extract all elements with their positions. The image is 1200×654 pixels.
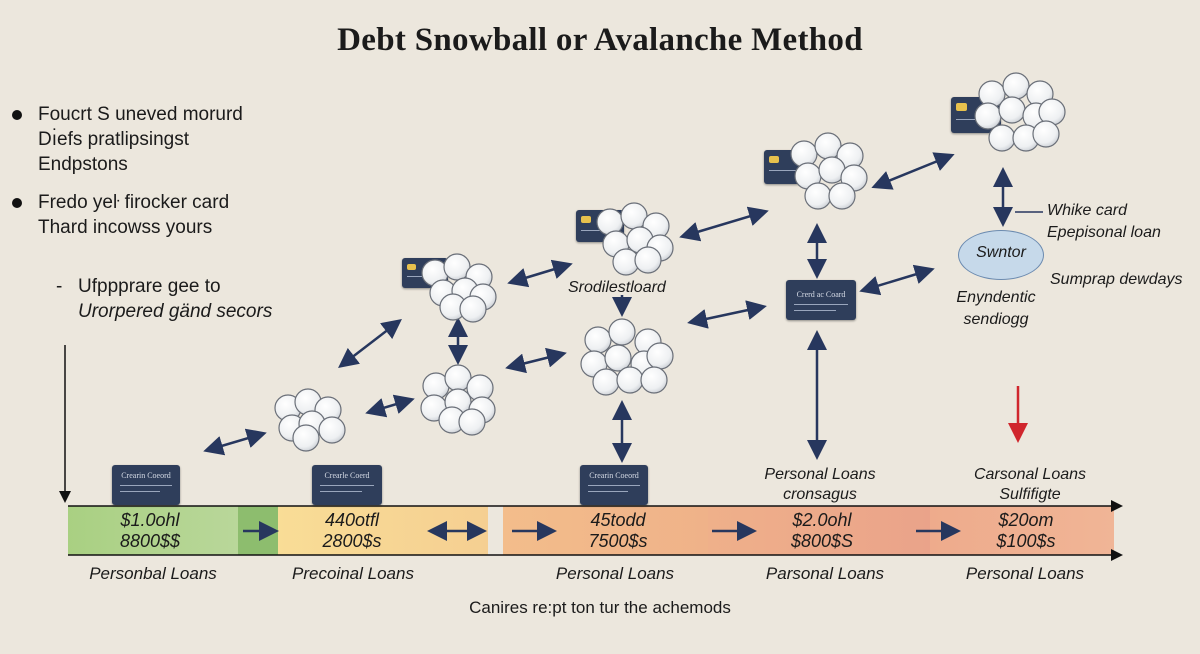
- label-line: Enyndentic: [956, 289, 1036, 306]
- dash-note-line: Ufppprare gee to: [78, 276, 221, 297]
- card-stripe: [794, 310, 836, 311]
- segment-1-label: Personbal Loans: [89, 564, 217, 583]
- mid-label-eny: Enyndentic sendiogg: [950, 287, 1042, 331]
- segment-2-values: 440otfl 2800$s: [292, 510, 412, 552]
- bullet-line: Dı̇efs pratlipsingst: [38, 129, 190, 150]
- snowball-icon: [580, 318, 674, 396]
- label-line: Personal Loans: [764, 466, 876, 483]
- arrow: [203, 428, 267, 456]
- card-stripe: [120, 485, 172, 486]
- segment-1-values: $1.0ohl 8800$$: [90, 510, 210, 552]
- card-chip: [581, 216, 591, 223]
- snowball-icon: [420, 364, 496, 436]
- segment-1: [68, 506, 238, 555]
- segment-amount: $20om: [998, 510, 1054, 530]
- label-line: Whike card: [1047, 202, 1128, 219]
- card-stripe: [588, 491, 628, 492]
- arrow: [687, 300, 767, 329]
- card-chip: [956, 103, 967, 111]
- card-stripe: [320, 491, 362, 492]
- segment-3-label: Personal Loans: [555, 564, 675, 583]
- bullet-item-1: Foucrt S uneved morurd Dı̇efs pratlipsin…: [12, 102, 243, 177]
- bullet-item-2: Fredo yeŀ firocker card Thard incowss yo…: [12, 190, 230, 240]
- segment-5-values: $20om $100$s: [966, 510, 1086, 552]
- segment-total: 2800$s: [322, 531, 382, 551]
- segment-amount: $2.0ohl: [792, 510, 852, 530]
- snowball-icon: [974, 72, 1066, 152]
- dash-note-line: Urorpered gänd secors: [78, 301, 273, 322]
- dash-marker: -: [56, 276, 63, 297]
- credit-card-icon: Crerd ac Coard: [786, 280, 856, 320]
- mid-label: Srodilestloard: [568, 279, 666, 296]
- mid-label-sumprap: Sumprap dewdays: [1050, 271, 1183, 288]
- bullet-line: Thard incowss yours: [38, 217, 213, 238]
- arrow: [338, 318, 402, 369]
- mid-label-carsonal: Carsonal Loans Sulfifigte: [960, 465, 1100, 505]
- bullet-dot: [12, 198, 22, 208]
- card-text: Crerd ac Coard: [796, 290, 846, 299]
- card-stripe: [120, 491, 160, 492]
- bullet-line: Foucrt S uneved morurd: [38, 104, 243, 125]
- bullet-line: Endpstons: [38, 154, 128, 175]
- label-line: sendiogg: [963, 311, 1029, 328]
- segment-amount: 45todd: [590, 510, 646, 530]
- segment-total: $800$S: [790, 531, 854, 551]
- credit-card-icon: Crearin Coeord: [112, 465, 180, 505]
- oval-node: Swntor: [958, 230, 1044, 280]
- arrow: [679, 206, 769, 242]
- diagram-caption: Canires re:pt ton tur the achemods: [469, 598, 731, 617]
- card-chip: [769, 156, 779, 163]
- card-chip: [407, 264, 416, 270]
- segment-amount: 440otfl: [324, 510, 380, 530]
- segment-total: 8800$$: [119, 531, 181, 551]
- card-stripe: [769, 170, 807, 171]
- label-line: Carsonal Loans: [973, 466, 1087, 483]
- snowball-icon: [421, 253, 497, 323]
- bullet-dot: [12, 110, 22, 120]
- mid-label-personal: Personal Loans cronsagus: [750, 465, 890, 505]
- page-title: Debt Snowball or Avalanche Method: [337, 22, 863, 58]
- snowball-icon: [596, 202, 674, 276]
- bullet-line: Fredo yeŀ firocker card: [38, 192, 230, 213]
- arrow: [859, 264, 935, 296]
- segment-4-label: Parsonal Loans: [765, 564, 885, 583]
- snowball-icon: [790, 132, 868, 210]
- card-text: Crearin Coeord: [121, 471, 171, 480]
- arrow: [505, 347, 567, 374]
- snowball-icon: [274, 388, 346, 452]
- segment-total: 7500$s: [588, 531, 648, 551]
- card-text: Crearin Coeord: [589, 471, 639, 480]
- card-text: Crearle Coerd: [324, 471, 370, 480]
- credit-card-icon: Crearle Coerd: [312, 465, 382, 505]
- segment-total: $100$s: [996, 531, 1056, 551]
- dash-note: - Ufppprare gee to Urorpered gänd secors: [56, 274, 273, 324]
- credit-card-icon: Crearin Coeord: [580, 465, 648, 505]
- arrow: [365, 394, 415, 418]
- segment-2-label: Precoinal Loans: [292, 564, 414, 583]
- label-line: Sulfifigte: [999, 486, 1061, 503]
- arrow: [507, 259, 573, 288]
- segment-4-values: $2.0ohl $800$S: [762, 510, 882, 552]
- segment-5-label: Personal Loans: [965, 564, 1085, 583]
- card-stripe: [794, 304, 848, 305]
- arrow: [871, 152, 955, 190]
- segment-3-values: 45todd 7500$s: [558, 510, 678, 552]
- card-stripe: [588, 485, 640, 486]
- card-stripe: [320, 485, 374, 486]
- mid-label-whike: Whike card Epepisonal loan: [1047, 200, 1161, 244]
- segment-amount: $1.0ohl: [120, 510, 180, 530]
- label-line: cronsagus: [783, 486, 857, 503]
- label-line: Epepisonal loan: [1047, 224, 1161, 241]
